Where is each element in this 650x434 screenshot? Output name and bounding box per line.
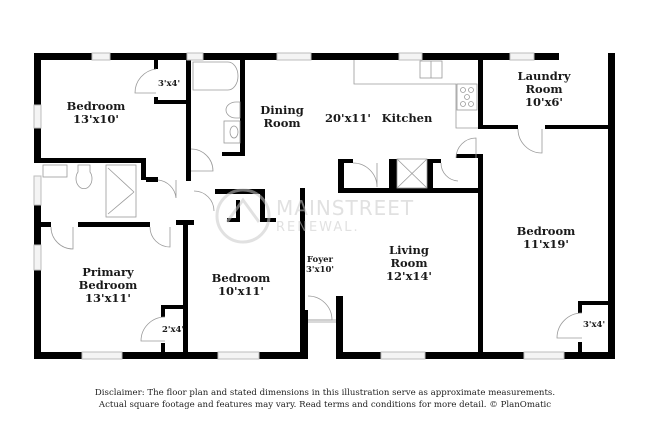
closet-label-nw: 3'x4' <box>157 79 181 89</box>
room-label-bedroom-nw: Bedroom 13'x10' <box>66 99 126 127</box>
room-name-line1: Living <box>389 243 429 257</box>
room-dims: 3'x10' <box>305 264 335 275</box>
disclaimer-line2: Actual square footage and features may v… <box>98 399 552 410</box>
closet-label-primary: 2'x4' <box>161 325 185 335</box>
room-label-dining: Dining Room <box>260 103 304 131</box>
room-dims: 10'x6' <box>525 95 563 110</box>
room-dims: 13'x10' <box>73 112 119 127</box>
room-label-kitchen: Kitchen <box>381 111 433 125</box>
room-name-line1: Dining <box>260 103 304 117</box>
room-name-line2: Bedroom <box>78 278 138 293</box>
fixtures <box>42 60 478 218</box>
room-label-laundry: Laundry Room 10'x6' <box>517 69 571 110</box>
room-label-primary-bedroom: Primary Bedroom 13'x11' <box>78 265 138 306</box>
room-name: Bedroom <box>211 271 271 285</box>
windows <box>33 52 565 360</box>
room-name-line2: Room <box>390 256 428 271</box>
room-name-line2: Room <box>263 116 301 131</box>
room-name: Bedroom <box>66 99 126 113</box>
room-name-line1: Laundry <box>517 69 571 83</box>
room-label-foyer: Foyer 3'x10' <box>305 255 335 276</box>
room-dims-kitchen: 20'x11' <box>325 111 371 125</box>
room-name: Foyer <box>306 255 334 265</box>
closet-label-east: 3'x4' <box>582 320 606 330</box>
room-name-line1: Primary <box>82 265 134 279</box>
room-dims: 13'x11' <box>85 291 131 306</box>
room-name-line2: Room <box>525 82 563 97</box>
room-dims: 10'x11' <box>218 284 264 299</box>
room-dims: 12'x14' <box>386 269 432 284</box>
room-dims: 11'x19' <box>523 237 569 252</box>
disclaimer: Disclaimer: The floor plan and stated di… <box>0 388 650 411</box>
door-swings <box>50 68 583 342</box>
room-name: Bedroom <box>516 224 576 238</box>
room-label-living: Living Room 12'x14' <box>386 243 432 284</box>
room-label-bedroom-east: Bedroom 11'x19' <box>516 224 576 252</box>
disclaimer-line1: Disclaimer: The floor plan and stated di… <box>94 388 556 398</box>
room-label-bedroom-center: Bedroom 10'x11' <box>211 271 271 299</box>
